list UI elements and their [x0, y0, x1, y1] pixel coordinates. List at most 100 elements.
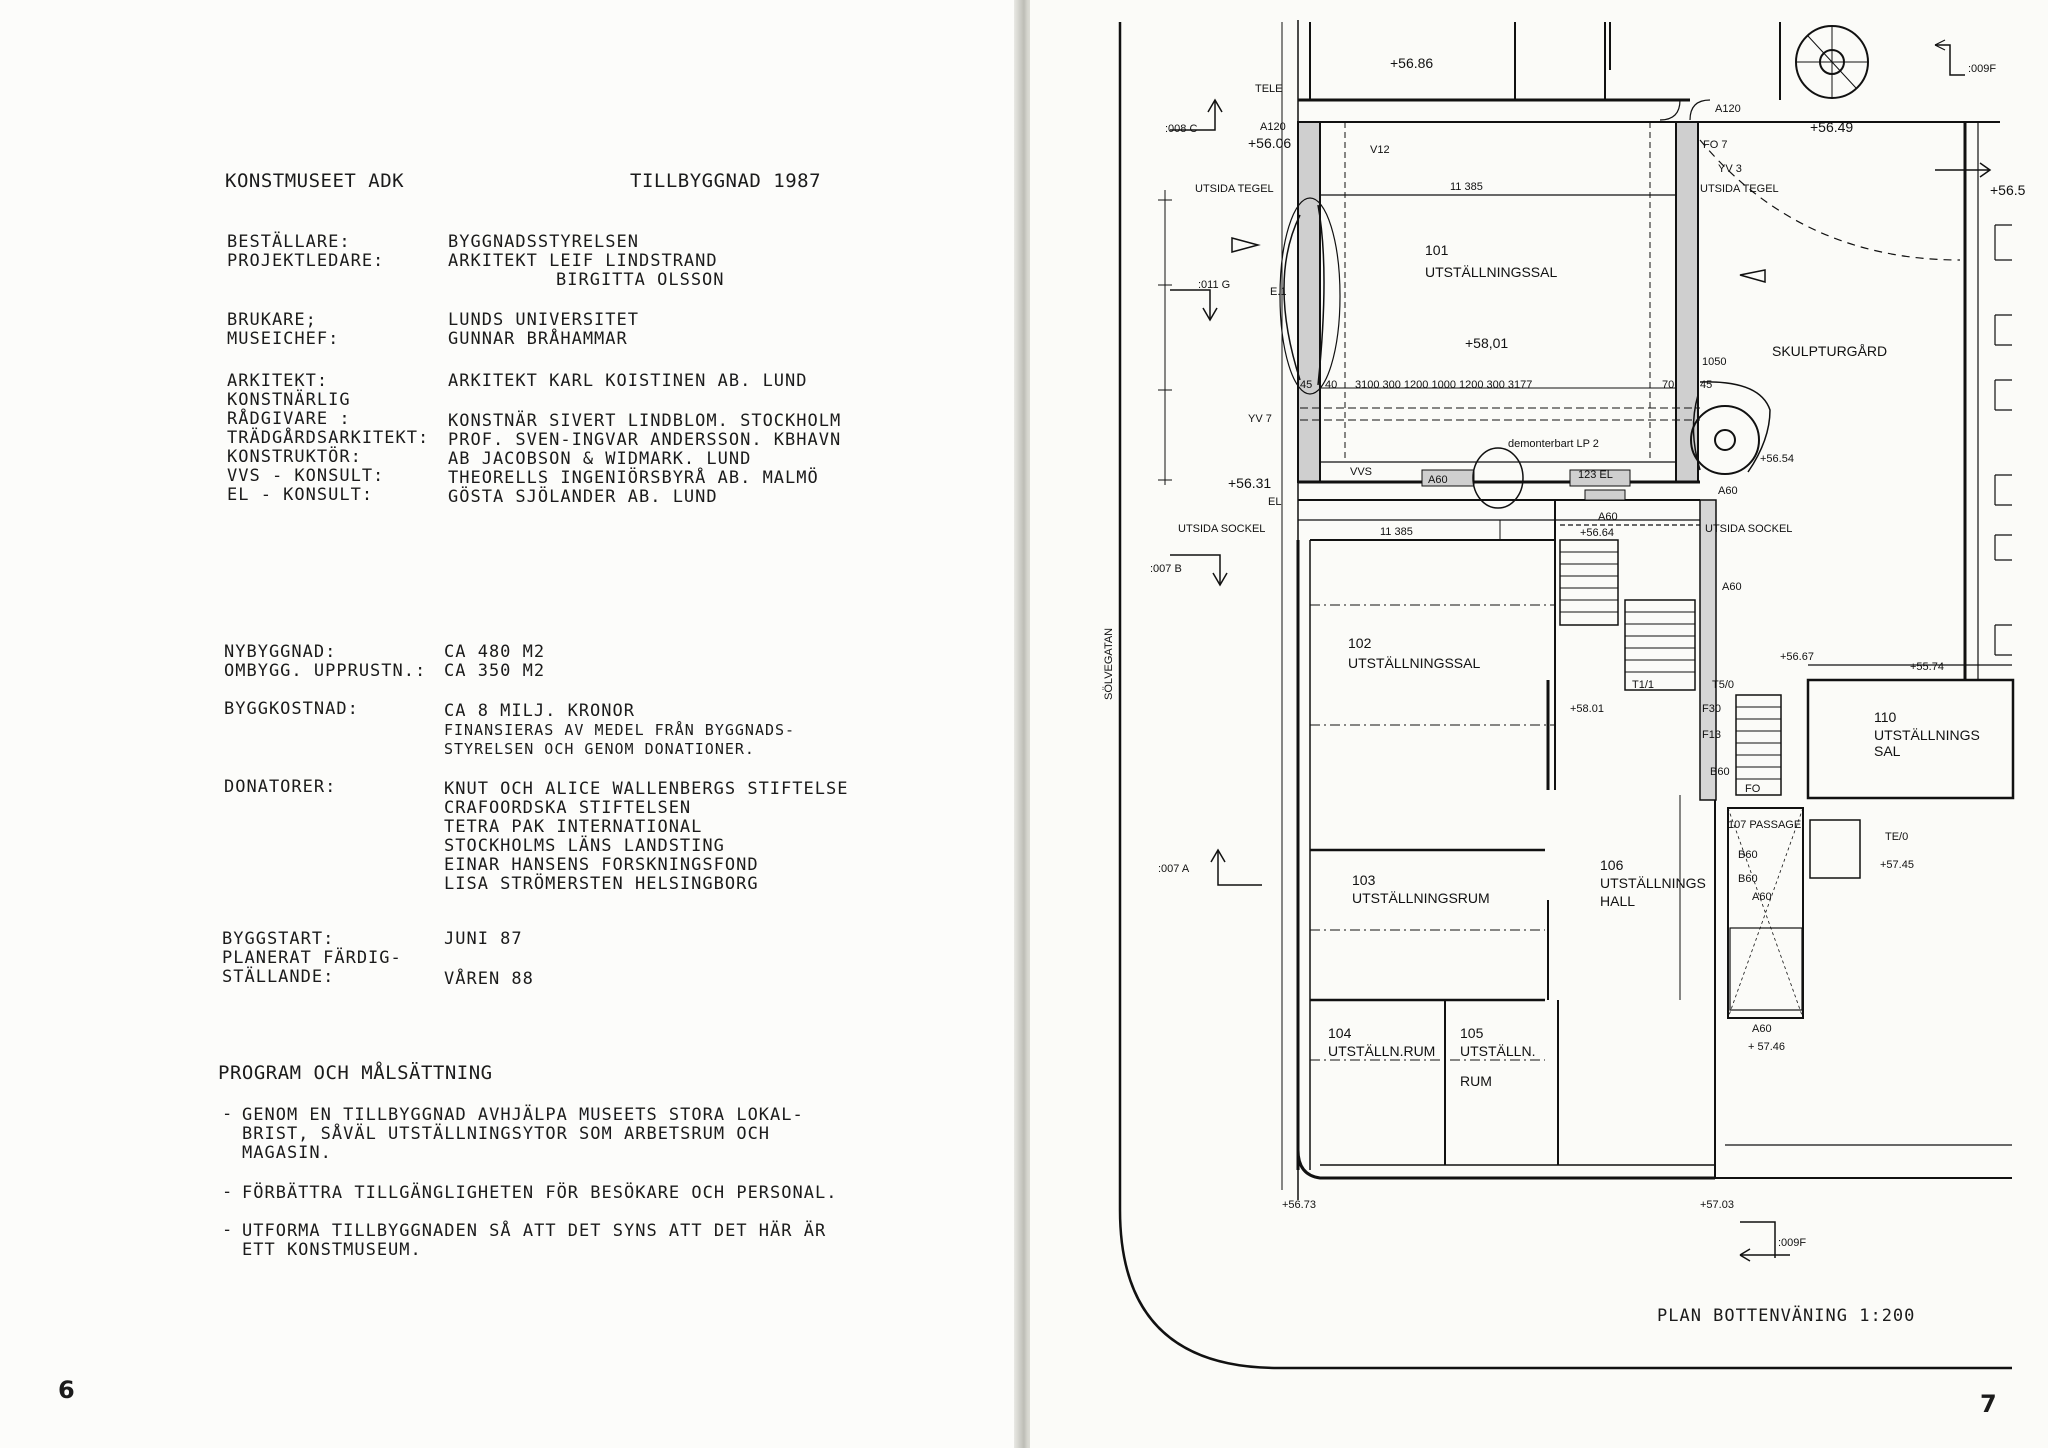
donor-item: LISA STRÖMERSTEN HELSINGBORG: [444, 874, 759, 894]
plan-label: demonterbart LP 2: [1508, 438, 1599, 450]
plan-label: 45: [1700, 379, 1712, 391]
donor-item: EINAR HANSENS FORSKNINGSFOND: [444, 855, 759, 875]
role-label: MUSEICHEF:: [227, 329, 340, 349]
plan-label: :009F: [1778, 1237, 1806, 1249]
plan-label: UTSIDA SOCKEL: [1705, 523, 1792, 535]
room-106-name: UTSTÄLLNINGS: [1600, 875, 1706, 891]
plan-label: TE/0: [1885, 831, 1908, 843]
plan-label: +56.73: [1282, 1199, 1316, 1211]
role-value: ARKITEKT KARL KOISTINEN AB. LUND: [448, 371, 808, 391]
plan-label: :008 C: [1165, 123, 1197, 135]
role-label: KONSTRUKTÖR:: [227, 447, 362, 467]
plan-label: :011 G: [1198, 279, 1230, 291]
plan-label: A60: [1718, 485, 1738, 497]
street-name: SÖLVEGATAN: [1103, 628, 1115, 700]
plan-label: VVS: [1350, 466, 1372, 478]
plan-border: [1118, 22, 2012, 1370]
plan-label: +56.86: [1390, 55, 1433, 71]
plan-label: F13: [1702, 729, 1721, 741]
plan-caption: PLAN BOTTENVÄNING 1:200: [1657, 1306, 1916, 1326]
plan-label: 1050: [1702, 356, 1726, 368]
donor-item: KNUT OCH ALICE WALLENBERGS STIFTELSE: [444, 779, 849, 799]
area-value: CA 350 M2: [444, 661, 546, 681]
room-105-number: 105: [1460, 1025, 1484, 1041]
room-107-label: 107 PASSAGE: [1728, 819, 1801, 831]
plan-label: +57.03: [1700, 1199, 1734, 1211]
plan-label: +56.54: [1760, 453, 1794, 465]
role-label: EL - KONSULT:: [227, 485, 374, 505]
role-label: PROJEKTLEDARE:: [227, 251, 385, 271]
goal-line: FÖRBÄTTRA TILLGÄNGLIGHETEN FÖR BESÖKARE …: [242, 1183, 838, 1203]
role-value: BIRGITTA OLSSON: [556, 270, 725, 290]
donor-item: TETRA PAK INTERNATIONAL: [444, 817, 703, 837]
role-value: BYGGNADSSTYRELSEN: [448, 232, 639, 252]
left-page: KONSTMUSEET ADK TILLBYGGNAD 1987 BESTÄLL…: [0, 0, 1018, 1448]
goal-line: GENOM EN TILLBYGGNAD AVHJÄLPA MUSEETS ST…: [242, 1105, 804, 1125]
plan-label: B60: [1738, 873, 1758, 885]
role-label: RÅDGIVARE :: [227, 409, 351, 429]
role-value: KONSTNÄR SIVERT LINDBLOM. STOCKHOLM: [448, 411, 842, 431]
schedule-label: BYGGSTART:: [222, 929, 335, 949]
right-page: +56.86 TELE A120 +56.06 :008 C :009F A12…: [1030, 0, 2048, 1448]
role-label: KONSTNÄRLIG: [227, 390, 351, 410]
goal-line: UTFORMA TILLBYGGNADEN SÅ ATT DET SYNS AT…: [242, 1221, 827, 1241]
plan-label: +57.45: [1880, 859, 1914, 871]
area-label: OMBYGG. UPPRUSTN.:: [224, 661, 427, 681]
room-106-number: 106: [1600, 857, 1624, 873]
plan-label: E.1: [1270, 286, 1287, 298]
room-106-name: HALL: [1600, 893, 1635, 909]
floor-plan-drawing: +56.86 TELE A120 +56.06 :008 C :009F A12…: [1103, 20, 2026, 1370]
plan-label: B60: [1710, 766, 1730, 778]
role-value: PROF. SVEN-INGVAR ANDERSSON. KBHAVN: [448, 430, 842, 450]
plan-label: + 57.46: [1748, 1041, 1785, 1053]
plan-label: 123 EL: [1578, 469, 1613, 481]
plan-label: A60: [1598, 511, 1618, 523]
plan-label: UTSIDA SOCKEL: [1178, 523, 1265, 535]
room-110-number: 110: [1874, 709, 1897, 725]
role-value: THEORELLS INGENIÖRSBYRÅ AB. MALMÖ: [448, 468, 819, 488]
plan-label: 70: [1662, 379, 1674, 391]
role-label: ARKITEKT:: [227, 371, 329, 391]
plan-label: B60: [1738, 849, 1758, 861]
role-value: GÖSTA SJÖLANDER AB. LUND: [448, 487, 718, 507]
page-number-left: 6: [58, 1376, 75, 1404]
role-label: VVS - KONSULT:: [227, 466, 385, 486]
goal-line: MAGASIN.: [242, 1143, 332, 1163]
program-title: PROGRAM OCH MÅLSÄTTNING: [218, 1062, 493, 1084]
plan-label: +56.06: [1248, 135, 1291, 151]
plan-label: +56.64: [1580, 527, 1614, 539]
role-label: BESTÄLLARE:: [227, 232, 351, 252]
cost-line: STYRELSEN OCH GENOM DONATIONER.: [444, 740, 755, 758]
plan-label: A60: [1722, 581, 1742, 593]
plan-label: V12: [1370, 144, 1390, 156]
schedule-label: PLANERAT FÄRDIG-: [222, 948, 402, 968]
plan-label: T5/0: [1712, 679, 1734, 691]
plan-label: :009F: [1968, 63, 1996, 75]
plan-label: :007 B: [1150, 563, 1182, 575]
header-left: KONSTMUSEET ADK: [225, 170, 405, 192]
role-label: BRUKARE;: [227, 310, 317, 330]
plan-label: TELE: [1255, 83, 1283, 95]
room-102-name: UTSTÄLLNINGSSAL: [1348, 655, 1480, 671]
goal-line: ETT KONSTMUSEUM.: [242, 1240, 422, 1260]
role-value: AB JACOBSON & WIDMARK. LUND: [448, 449, 752, 469]
plan-label: +56.5: [1990, 182, 2026, 198]
plan-label: +56.31: [1228, 475, 1271, 491]
role-value: LUNDS UNIVERSITET: [448, 310, 639, 330]
plan-label: A60: [1428, 474, 1448, 486]
plan-label: T1/1: [1632, 679, 1654, 691]
plan-label: 40: [1325, 379, 1337, 391]
schedule-label: STÄLLANDE:: [222, 967, 335, 987]
plan-label: EL: [1268, 496, 1281, 508]
bullet: -: [222, 1220, 233, 1240]
plan-label: 11 385: [1380, 526, 1413, 538]
goal-line: BRIST, SÅVÄL UTSTÄLLNINGSYTOR SOM ARBETS…: [242, 1124, 771, 1144]
area-value: CA 480 M2: [444, 642, 546, 662]
plan-label: A60: [1752, 1023, 1772, 1035]
room-105-name: UTSTÄLLN.: [1460, 1043, 1535, 1059]
garden-label: SKULPTURGÅRD: [1772, 343, 1887, 359]
header-right: TILLBYGGNAD 1987: [630, 170, 822, 192]
plan-label: YV 7: [1248, 413, 1272, 425]
room-104-name: UTSTÄLLN.RUM: [1328, 1043, 1435, 1059]
page-number-right: 7: [1980, 1390, 1997, 1418]
